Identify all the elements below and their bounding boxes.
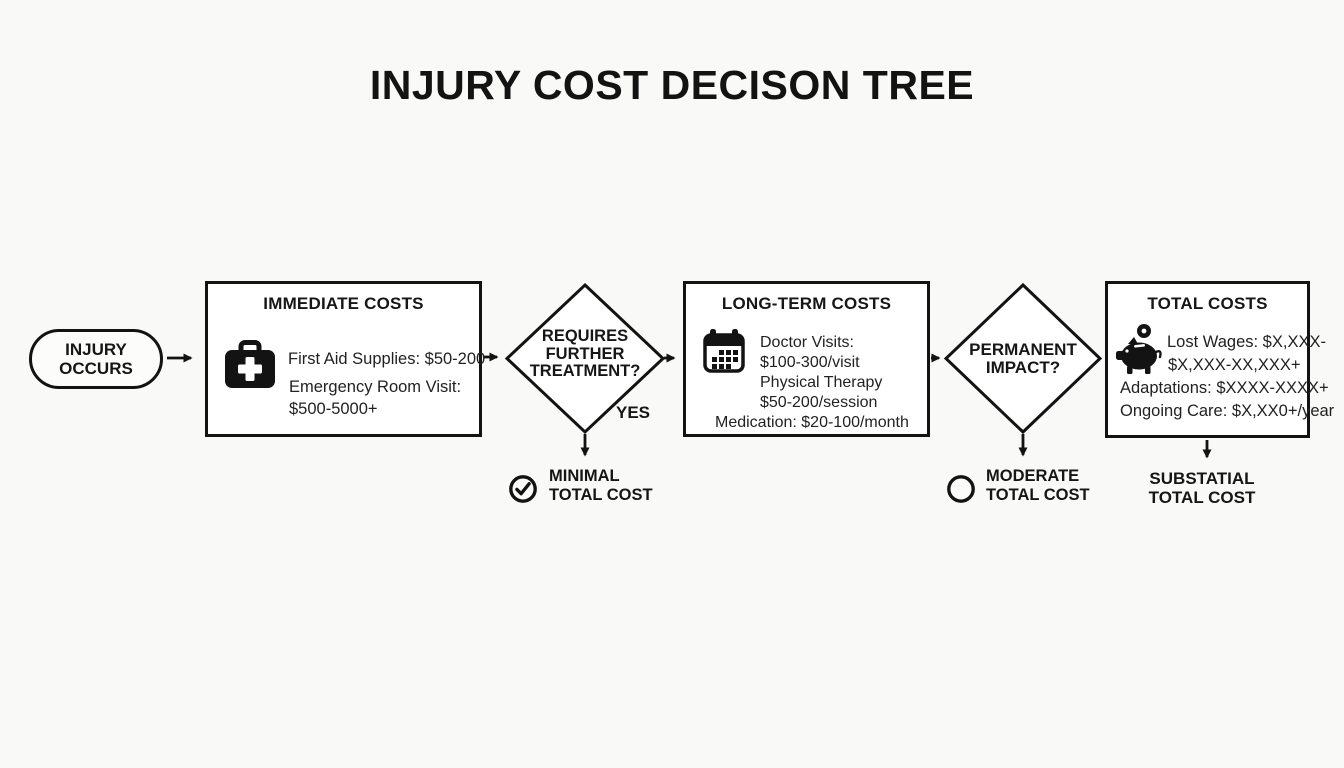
node-immediate-costs: IMMEDIATE COSTS First Aid Supplies: $50-… xyxy=(205,281,486,437)
outcome-substantial-total-cost: SUBSTATIAL TOTAL COST xyxy=(1148,469,1256,507)
cost-line: $50-200/session xyxy=(760,394,878,411)
node-header: LONG-TERM COSTS xyxy=(721,294,892,313)
outcome-minimal-total-cost: MINIMAL TOTAL COST xyxy=(549,467,653,504)
node-total-costs: TOTAL COSTS Lost Wages: $X,XXX- $X,XXX-X… xyxy=(1105,281,1334,438)
node-long-term-costs: LONG-TERM COSTS Doctor Visits: $100-300/… xyxy=(683,281,930,437)
piggy-bank-icon xyxy=(1116,324,1162,374)
cost-line: Medication: $20-100/month xyxy=(715,414,909,431)
cost-line: $X,XXX-XX,XXX+ xyxy=(1168,356,1301,374)
cost-line: $500-5000+ xyxy=(289,400,378,418)
decision-impact-label: PERMANENT IMPACT? xyxy=(969,340,1077,377)
circle-icon xyxy=(947,475,975,503)
cost-line: Physical Therapy xyxy=(760,374,883,391)
cost-line: First Aid Supplies: $50-200 xyxy=(288,350,486,368)
calendar-icon xyxy=(703,329,745,373)
node-header: TOTAL COSTS xyxy=(1147,294,1268,313)
start-node-label: OCCURS xyxy=(59,359,133,378)
start-node-label: INJURY xyxy=(65,340,127,359)
start-node-injury-occurs: INJURY OCCURS xyxy=(29,329,163,389)
node-header: IMMEDIATE COSTS xyxy=(263,294,424,313)
first-aid-kit-icon xyxy=(225,340,275,388)
cost-line: $100-300/visit xyxy=(760,354,860,371)
cost-line: Ongoing Care: $X,XX0+/year xyxy=(1120,402,1335,420)
cost-line: Doctor Visits: xyxy=(760,334,854,351)
branch-label-yes: YES xyxy=(616,403,651,422)
cost-line: Lost Wages: $X,XXX- xyxy=(1167,333,1326,351)
cost-line: Adaptations: $XXXX-XXXX+ xyxy=(1120,379,1329,397)
page-title: INJURY COST DECISON TREE xyxy=(369,62,975,108)
cost-line: Emergency Room Visit: xyxy=(289,378,462,396)
outcome-moderate-total-cost: MODERATE TOTAL COST xyxy=(986,467,1090,504)
decision-treatment-label: REQUIRES FURTHER TREATMENT? xyxy=(529,327,641,380)
check-circle-icon xyxy=(509,475,537,503)
